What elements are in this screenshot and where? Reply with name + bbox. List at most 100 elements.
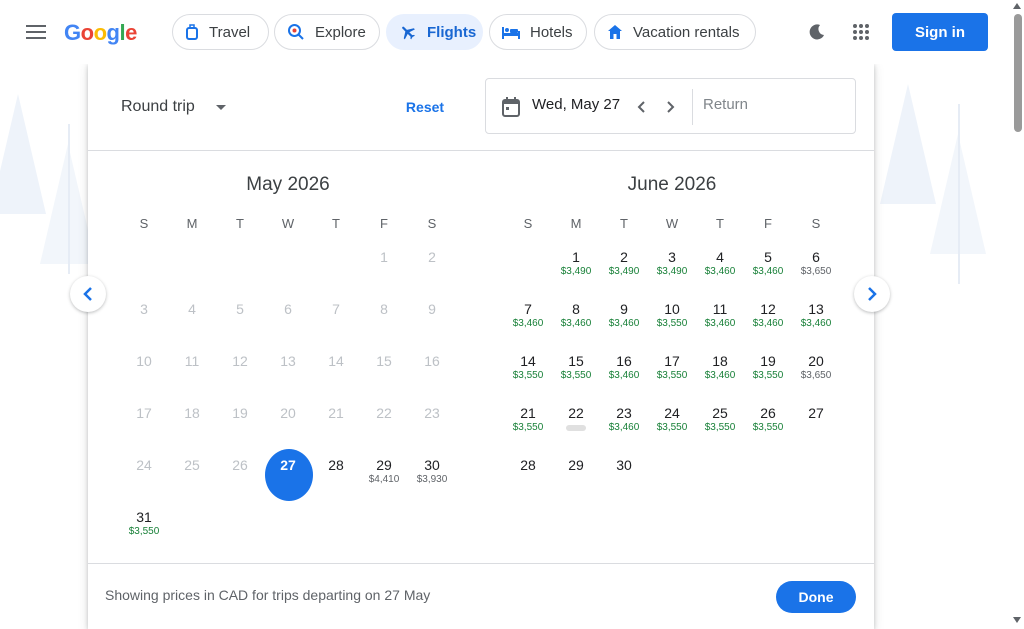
day-price: $3,490: [656, 266, 688, 277]
calendar-day[interactable]: 23: [408, 397, 456, 449]
reset-button[interactable]: Reset: [405, 99, 445, 115]
calendar-day[interactable]: 1$3,490: [552, 241, 600, 293]
calendar-day[interactable]: 12: [216, 345, 264, 397]
calendar-day[interactable]: 18: [168, 397, 216, 449]
day-number: 3: [140, 301, 148, 317]
day-price: $3,460: [512, 318, 544, 329]
calendar-day[interactable]: 7$3,460: [504, 293, 552, 345]
calendar-day[interactable]: 12$3,460: [744, 293, 792, 345]
calendar-day[interactable]: 29$4,410: [360, 449, 408, 501]
calendar-day[interactable]: 14$3,550: [504, 345, 552, 397]
nav-explore[interactable]: Explore: [274, 14, 380, 50]
scroll-down-arrow[interactable]: [1013, 617, 1021, 623]
calendar-day[interactable]: 20$3,650: [792, 345, 840, 397]
main-menu-button[interactable]: [16, 12, 56, 52]
calendar-day[interactable]: 25: [168, 449, 216, 501]
calendar-day[interactable]: 16$3,460: [600, 345, 648, 397]
day-number: 29: [376, 457, 392, 473]
weekday-label: T: [620, 216, 628, 231]
day-number: 20: [808, 353, 824, 369]
calendar-day[interactable]: 13: [264, 345, 312, 397]
calendar-day[interactable]: 15: [360, 345, 408, 397]
return-date-input[interactable]: Return: [703, 96, 749, 113]
departure-prev-day-button[interactable]: [627, 93, 655, 121]
day-price: $3,550: [560, 370, 592, 381]
previous-month-button[interactable]: [70, 276, 106, 312]
calendar-day[interactable]: 31$3,550: [120, 501, 168, 553]
calendar-day[interactable]: 2$3,490: [600, 241, 648, 293]
nav-hotels[interactable]: Hotels: [489, 14, 587, 50]
calendar-day[interactable]: 24: [120, 449, 168, 501]
day-number: 6: [284, 301, 292, 317]
departure-next-day-button[interactable]: [657, 93, 685, 121]
calendar-day[interactable]: 21: [312, 397, 360, 449]
day-number: 4: [716, 249, 724, 265]
day-number: 2: [620, 249, 628, 265]
day-number: 17: [664, 353, 680, 369]
calendar-day[interactable]: 13$3,460: [792, 293, 840, 345]
calendar-day[interactable]: 8$3,460: [552, 293, 600, 345]
google-apps-button[interactable]: [841, 12, 881, 52]
calendar-day[interactable]: 3: [120, 293, 168, 345]
calendar-day[interactable]: 16: [408, 345, 456, 397]
calendar-day[interactable]: 19$3,550: [744, 345, 792, 397]
calendar-day[interactable]: 17$3,550: [648, 345, 696, 397]
calendar-day[interactable]: 22: [552, 397, 600, 449]
calendar-day[interactable]: 19: [216, 397, 264, 449]
calendar-day[interactable]: 2: [408, 241, 456, 293]
calendar-day[interactable]: 11$3,460: [696, 293, 744, 345]
day-number: 18: [712, 353, 728, 369]
theme-toggle-button[interactable]: [797, 12, 837, 52]
chevron-right-icon: [868, 287, 877, 301]
calendar-day[interactable]: 29: [552, 449, 600, 501]
calendar-day[interactable]: 6$3,650: [792, 241, 840, 293]
sign-in-button[interactable]: Sign in: [892, 13, 988, 51]
calendar-day[interactable]: 24$3,550: [648, 397, 696, 449]
calendar-day[interactable]: 10: [120, 345, 168, 397]
calendar-day[interactable]: 7: [312, 293, 360, 345]
calendar-day[interactable]: 30$3,930: [408, 449, 456, 501]
calendar-day[interactable]: 25$3,550: [696, 397, 744, 449]
calendar-day[interactable]: 11: [168, 345, 216, 397]
calendar-day[interactable]: 14: [312, 345, 360, 397]
month-title: May 2026: [246, 174, 330, 195]
departure-date-input[interactable]: Wed, May 27: [532, 96, 621, 113]
calendar-day[interactable]: 28: [312, 449, 360, 501]
calendar-day[interactable]: 3$3,490: [648, 241, 696, 293]
calendar-day[interactable]: 23$3,460: [600, 397, 648, 449]
calendar-day[interactable]: 8: [360, 293, 408, 345]
calendar-day[interactable]: 30: [600, 449, 648, 501]
calendar-day[interactable]: 4$3,460: [696, 241, 744, 293]
day-number: 18: [184, 405, 200, 421]
google-logo[interactable]: Google: [64, 20, 137, 45]
calendar-day[interactable]: 10$3,550: [648, 293, 696, 345]
calendar-day[interactable]: 1: [360, 241, 408, 293]
nav-vacation-rentals[interactable]: Vacation rentals: [594, 14, 756, 50]
calendar-day[interactable]: 27: [792, 397, 840, 449]
calendar-day[interactable]: 18$3,460: [696, 345, 744, 397]
scroll-up-arrow[interactable]: [1013, 3, 1021, 9]
done-button[interactable]: Done: [776, 581, 856, 613]
calendar-day[interactable]: 4: [168, 293, 216, 345]
calendar-day[interactable]: 20: [264, 397, 312, 449]
nav-travel[interactable]: Travel: [172, 14, 269, 50]
calendar-day[interactable]: 5$3,460: [744, 241, 792, 293]
calendar-day[interactable]: 17: [120, 397, 168, 449]
calendar-day[interactable]: 26: [216, 449, 264, 501]
calendar-day[interactable]: 22: [360, 397, 408, 449]
page-scrollbar-thumb[interactable]: [1014, 14, 1022, 132]
calendar-day[interactable]: 9$3,460: [600, 293, 648, 345]
day-number: 12: [760, 301, 776, 317]
calendar-day[interactable]: 27: [264, 449, 313, 501]
calendar-day[interactable]: 5: [216, 293, 264, 345]
calendar-day[interactable]: 9: [408, 293, 456, 345]
calendar-day[interactable]: 26$3,550: [744, 397, 792, 449]
trip-type-select[interactable]: Round trip: [104, 86, 242, 128]
date-picker-footer: Showing prices in CAD for trips departin…: [88, 563, 874, 629]
calendar-day[interactable]: 15$3,550: [552, 345, 600, 397]
next-month-button[interactable]: [854, 276, 890, 312]
nav-flights[interactable]: Flights: [386, 14, 483, 50]
calendar-day[interactable]: 21$3,550: [504, 397, 552, 449]
calendar-day[interactable]: 28: [504, 449, 552, 501]
calendar-day[interactable]: 6: [264, 293, 312, 345]
